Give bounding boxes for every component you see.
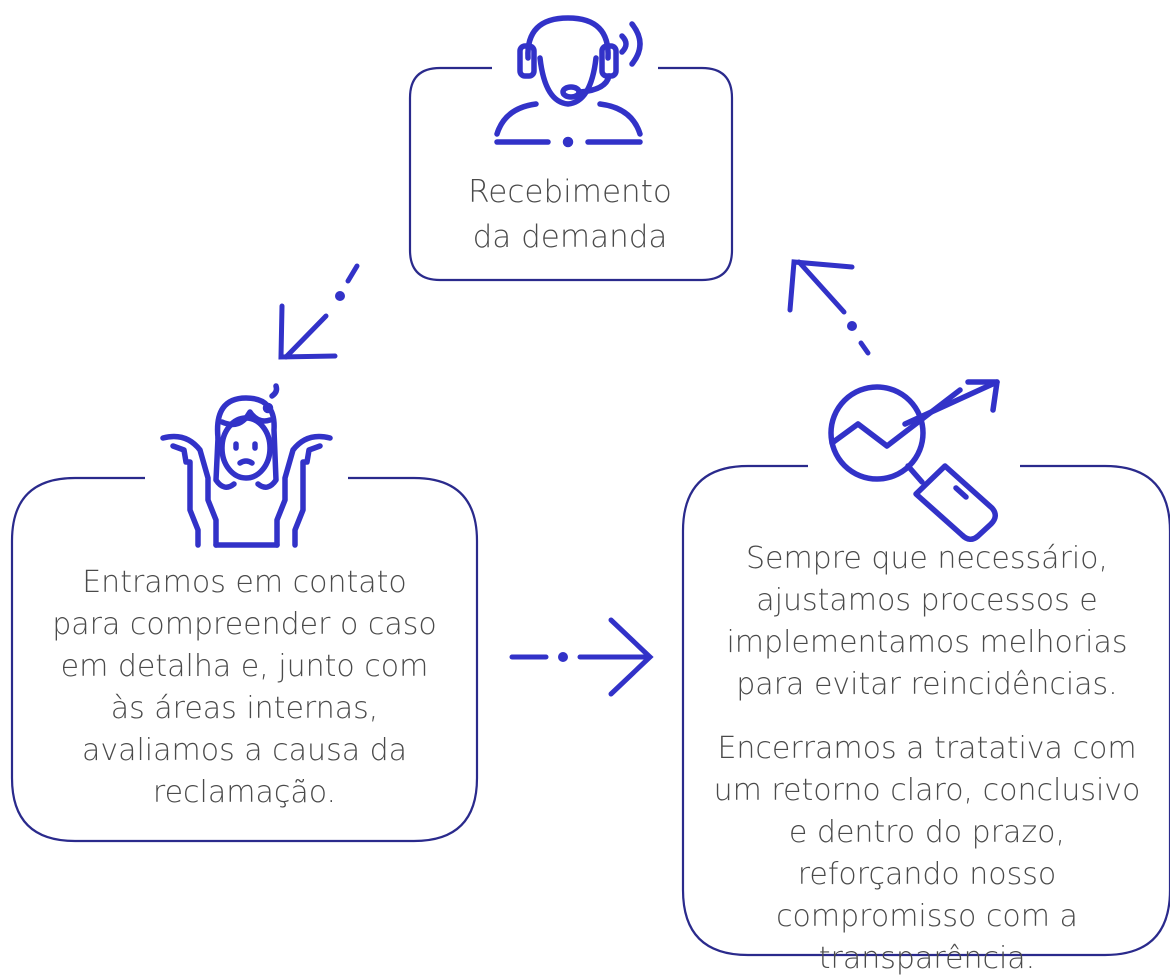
receive-step-text: Recebimento da demanda	[468, 174, 672, 255]
arrow-investigate-to-improve	[509, 617, 654, 697]
arrow-receive-to-investigate	[278, 263, 360, 360]
confused-person-icon	[160, 383, 333, 548]
trend-magnifier-icon	[828, 379, 1000, 542]
investigate-step-box	[10, 476, 479, 843]
arrow-improve-to-receive	[787, 259, 871, 356]
investigate-step-text: Entramos em contato para compreender o c…	[52, 565, 437, 810]
receive-step-label: Recebimento da demanda	[410, 170, 730, 260]
headset-agent-icon	[494, 15, 643, 148]
receive-step-box	[408, 66, 734, 282]
investigate-step-label: Entramos em contato para compreender o c…	[12, 562, 477, 814]
improve-step-label: Sempre que necessário, ajustamos process…	[690, 538, 1164, 980]
improve-step-text-2: Encerramos a tratativa com um retorno cl…	[713, 731, 1141, 976]
improve-step-text-1: Sempre que necessário, ajustamos process…	[726, 541, 1128, 702]
flow-diagram	[10, 15, 1170, 957]
improve-step-box	[681, 464, 1170, 957]
